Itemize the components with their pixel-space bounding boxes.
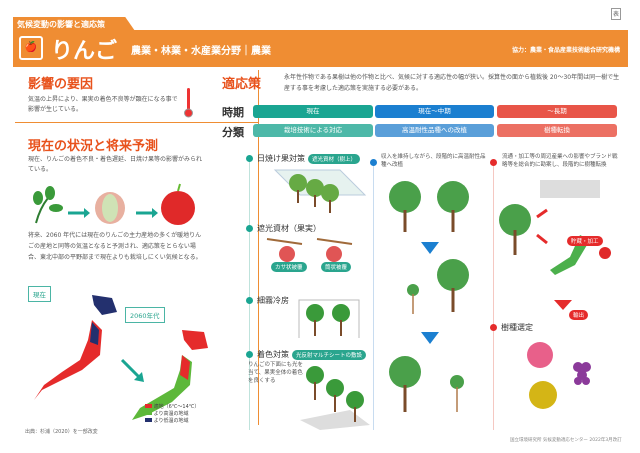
factory-icon: [540, 180, 600, 198]
map-label-2060: 2060年代: [125, 307, 165, 323]
category-row-label: 分類: [222, 126, 244, 139]
replanting-sequence-illustration: [389, 181, 469, 412]
coloring-note: りんごの下面にも光を当て、果実全体の着色を良くする: [248, 362, 304, 384]
arrow-down-icon: [421, 242, 439, 254]
japan-map-2060: [132, 330, 208, 420]
corner-label: 表: [611, 8, 621, 20]
arrow-down-icon: [554, 300, 572, 310]
column-divider: [258, 70, 259, 425]
tag-reflective-sheet: 光反射マルチシートの敷設: [292, 349, 367, 360]
map-label-now: 現在: [28, 286, 51, 302]
status-heading: 現在の状況と将来予測: [28, 139, 159, 154]
map-legend: 適地（6℃〜14℃） より高温の地域 より低温の地域: [145, 404, 199, 425]
legend-label: より低温の地域: [153, 418, 189, 424]
apple-logo-icon: 🍎: [19, 36, 43, 60]
category-tab: 気候変動の影響と適応策: [13, 17, 135, 31]
header-banner: 🍎 りんご 農業・林業・水産業分野｜農業 協力：農業・食品産業技術総合研究機構: [13, 30, 628, 67]
measure-coloring: 着色対策光反射マルチシートの敷設: [246, 349, 367, 360]
variety-bullet: [370, 152, 381, 171]
section-divider: [15, 122, 258, 123]
adaptation-heading: 適応策: [222, 77, 262, 92]
thermometer-icon: [184, 88, 193, 118]
reflective-sheet-trees-illustration: [300, 366, 370, 430]
pear-icon: [529, 381, 557, 409]
measure-fruit-shade: 遮光資材（果実）: [246, 223, 321, 234]
page-title: りんご: [51, 39, 118, 64]
measure-sunburn: 日焼け果対策遮光資材（樹上）: [246, 153, 361, 164]
bagged-apples-illustration: [266, 238, 353, 262]
tag-shade-tree: 遮光資材（樹上）: [308, 153, 361, 164]
impact-heading: 影響の要因: [28, 77, 94, 92]
alternative-fruits-illustration: [527, 342, 591, 409]
category-cultivation: 栽培技術による対応: [253, 124, 373, 137]
legend-swatch-hot: [145, 411, 152, 415]
legend-label: 適地（6℃〜14℃）: [153, 404, 200, 410]
apple-coloring-illustration: [33, 183, 195, 225]
arrow-down-icon: [421, 332, 439, 344]
status-text-current: 現在、りんごの着色不良・着色遅延、日焼け果等の影響がみられている。: [28, 156, 203, 173]
grape-icon: [573, 362, 591, 385]
status-text-future: 将来、2060 年代には現在のりんごの主力産地の多くが暖地りんごの産地と同等の気…: [28, 232, 202, 261]
species-bullet: [490, 152, 501, 171]
legend-swatch-suitable: [145, 404, 152, 408]
measure-species-selection: 樹種選定: [490, 322, 533, 333]
tag-umbrella-cover: カサ状被覆: [271, 262, 307, 272]
leaf-icon: [33, 186, 63, 224]
mist-cooling-illustration: [298, 299, 360, 338]
industry-export-illustration: [499, 180, 611, 275]
sector-label: 農業・林業・水産業分野｜農業: [131, 46, 271, 57]
impact-text: 気温の上昇により、果実の着色不良等が顕在になる事で影響が生じている。: [28, 96, 178, 113]
period-row-label: 時期: [222, 106, 244, 119]
shade-net-trees-illustration: [273, 169, 367, 213]
species-note: 流通・加工等の周辺産業への影響やブランド戦略等を総合的に勘案し、段階的に樹種転換: [502, 154, 618, 168]
measure-mist-cooling: 細霧冷房: [246, 295, 289, 306]
apple-icon: [599, 247, 611, 259]
tag-tube-cover: 筒状被覆: [321, 262, 352, 272]
footer-credit: 国立環境研究所 気候変動適応センター 2022年3月改訂: [510, 438, 622, 443]
period-mid: 現在〜中期: [375, 105, 494, 118]
tag-storage-processing: 貯蔵・加工: [567, 236, 603, 246]
category-variety: 高温耐性品種への改植: [375, 124, 494, 137]
period-current: 現在: [253, 105, 373, 118]
adaptation-text: 永年性作物である果樹は他の作物と比べ、気候に対する適応性の幅が狭い。採算性の面か…: [284, 74, 620, 92]
period-long: 〜長期: [497, 105, 617, 118]
variety-note: 収入を維持しながら、段階的に高温耐性品種へ改植: [381, 154, 486, 168]
cooperation-credit: 協力：農業・食品産業技術総合研究機構: [511, 47, 620, 54]
peach-icon: [527, 342, 553, 368]
source-note: 出典：杉浦（2020）を一部改変: [25, 429, 98, 435]
category-species: 樹種転換: [497, 124, 617, 137]
japan-map-comparison: [34, 295, 208, 420]
legend-swatch-cold: [145, 418, 152, 422]
tag-export: 輸出: [569, 310, 589, 320]
japan-map-now: [34, 295, 117, 400]
legend-label: より高温の地域: [153, 411, 189, 417]
red-apple-icon: [161, 191, 195, 225]
